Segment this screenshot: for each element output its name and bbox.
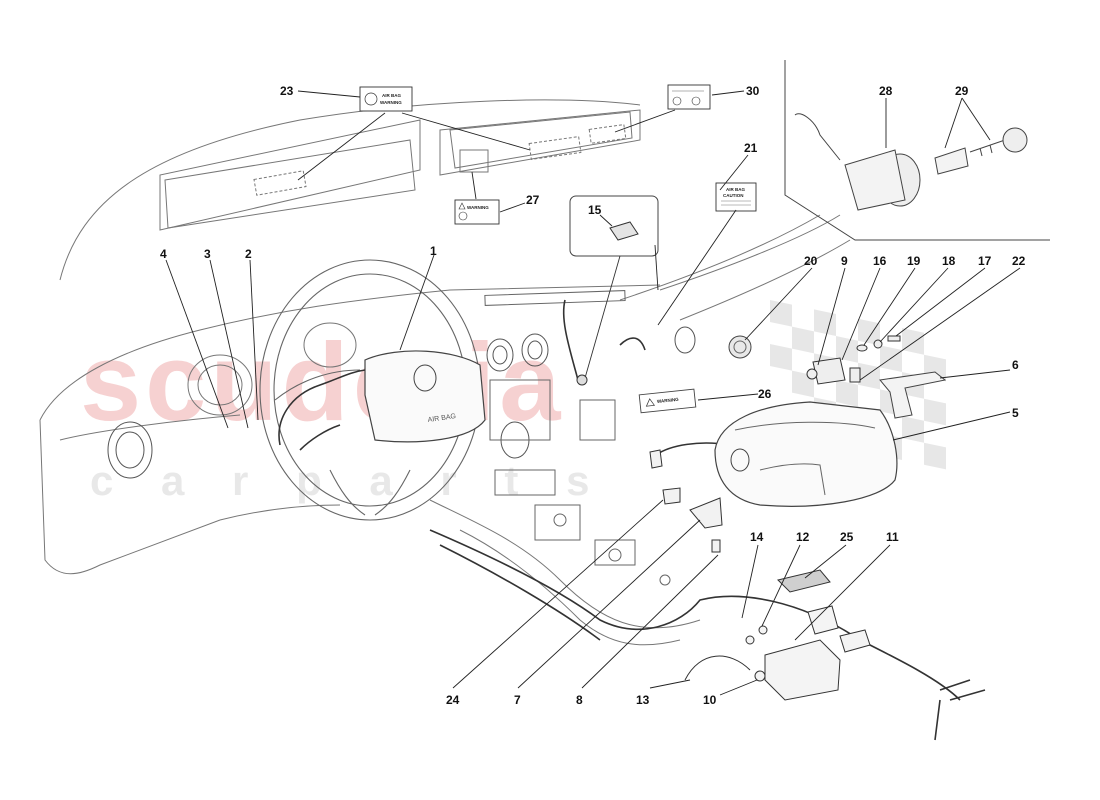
small-brackets [649,449,723,553]
part-20-cap [728,335,752,359]
callout-12: 12 [796,530,810,544]
sticker-21-line1: AIR BAG [726,187,745,192]
instrument-cluster [187,322,357,416]
callout-23: 23 [280,84,294,98]
sticker-23-line1: AIR BAG [382,93,401,98]
watermark-sub-text: c a r p a r t s [90,457,607,504]
callout-4: 4 [160,247,167,261]
callout-18: 18 [942,254,956,268]
callout-14: 14 [750,530,764,544]
callout-24: 24 [446,693,460,707]
airbag-control-unit [684,569,871,701]
callout-3: 3 [204,247,211,261]
sticker-30 [667,84,711,110]
callout-5: 5 [1012,406,1019,420]
callout-25: 25 [840,530,854,544]
callout-6: 6 [1012,358,1019,372]
callout-26: 26 [758,387,772,401]
callout-17: 17 [978,254,992,268]
fixing-parts [806,335,901,385]
callout-20: 20 [804,254,818,268]
center-console [484,290,671,586]
sun-visors [164,111,633,229]
connector-inset [569,195,659,386]
callout-2: 2 [245,247,252,261]
passenger-airbag-module [714,401,898,507]
dashboard-outline [39,99,851,646]
sticker-27-text: WARNING [467,205,489,210]
callout-29: 29 [955,84,969,98]
callout-22: 22 [1012,254,1026,268]
callout-7: 7 [514,693,521,707]
steering-airbag-text: AIR BAG [427,413,456,424]
callout-numbers: 1 2 3 4 5 6 7 8 9 10 11 12 13 14 15 16 1… [160,84,1026,707]
callout-28: 28 [879,84,893,98]
callout-15: 15 [588,203,602,217]
callout-1: 1 [430,244,437,258]
callout-30: 30 [746,84,760,98]
horse-emblem-icon [413,364,437,392]
sticker-23: AIR BAG WARNING [359,86,413,112]
wiring-harness [278,299,986,741]
air-vents [107,326,696,479]
key-lock-inset [784,60,1050,241]
passenger-warning-sticker: WARNING [638,388,697,414]
callout-16: 16 [873,254,887,268]
sticker-21: AIR BAG CAUTION [715,182,757,212]
sticker-26-warning-text: WARNING [657,397,680,404]
airbag-bracket [879,371,947,419]
leader-lines [165,90,1021,696]
sticker-21-line2: CAUTION [723,193,744,198]
callout-27: 27 [526,193,540,207]
callout-19: 19 [907,254,921,268]
callout-9: 9 [841,254,848,268]
driver-airbag-module: AIR BAG [364,350,486,443]
callout-21: 21 [744,141,758,155]
sticker-27: WARNING [454,199,500,225]
sticker-23-line2: WARNING [380,100,402,105]
callout-10: 10 [703,693,717,707]
callout-13: 13 [636,693,650,707]
callout-11: 11 [886,530,899,544]
watermark-main-text: scuderia [80,321,564,444]
callout-8: 8 [576,693,583,707]
